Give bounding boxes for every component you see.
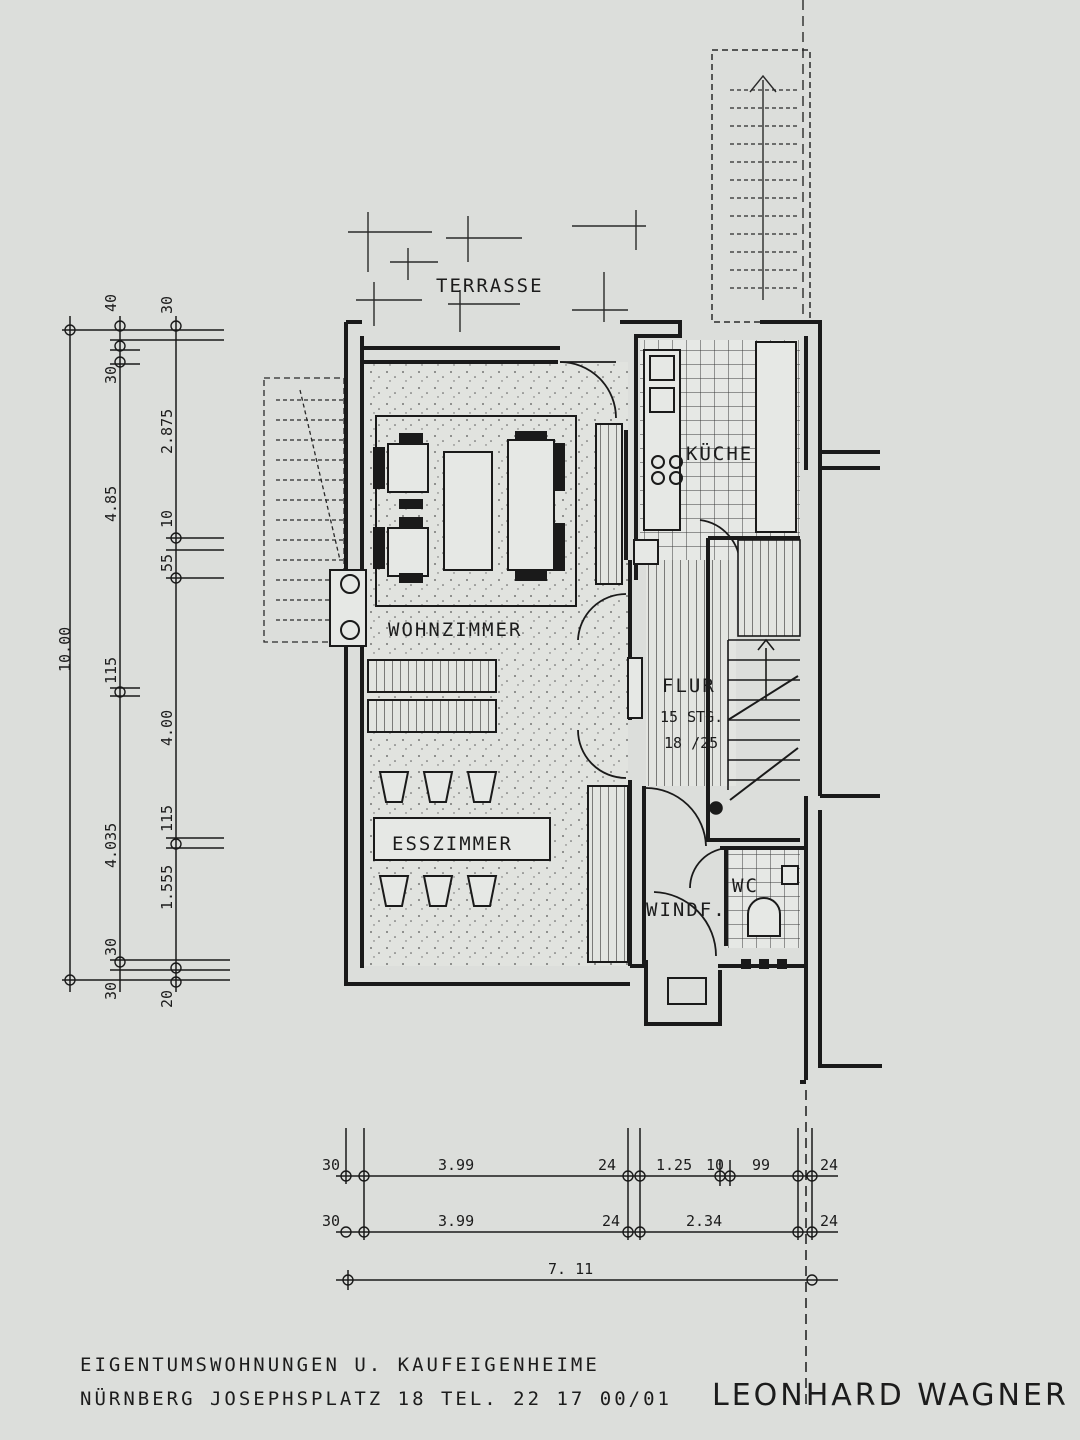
wc-label: WC <box>732 875 759 897</box>
dim-total-height: 10.00 <box>56 627 74 672</box>
dim-bottom-r2-5: 24 <box>820 1212 838 1230</box>
left-dimension-marks <box>64 320 182 988</box>
hall-floor <box>646 560 736 786</box>
kitchen-label: KÜCHE <box>686 442 753 465</box>
dim-bottom-r1-7: 24 <box>820 1156 838 1174</box>
dim-left-3: 4.85 <box>102 486 120 522</box>
living-furniture <box>329 415 623 647</box>
external-stair-top <box>711 0 811 323</box>
dim-left-1: 40 <box>102 294 120 312</box>
dining-room-label: ESSZIMMER <box>392 833 513 855</box>
dim-bottom-r1-3: 24 <box>598 1156 616 1174</box>
living-room-label: WOHNZIMMER <box>388 619 522 641</box>
dim-bottom-r2-1: 30 <box>322 1212 340 1230</box>
left-dimension-lines <box>62 316 230 992</box>
dim-left-5: 4.035 <box>102 823 120 868</box>
dim-right-5: 4.00 <box>158 710 176 746</box>
doormat <box>667 977 707 1005</box>
wc-fittings <box>741 865 799 969</box>
dim-bottom-r1-4: 1.25 <box>656 1156 692 1174</box>
dim-bottom-r2-3: 24 <box>602 1212 620 1230</box>
dim-right-4: 55 <box>158 554 176 572</box>
dim-bottom-r2-2: 3.99 <box>438 1212 474 1230</box>
dim-bottom-r1-1: 30 <box>322 1156 340 1174</box>
dim-left-6: 30 <box>102 938 120 956</box>
bottom-dimension-marks <box>340 1170 818 1286</box>
dim-right-1: 30 <box>158 296 176 314</box>
brand-name: LEONHARD WAGNER <box>712 1378 1069 1413</box>
hall-label: FLUR <box>662 675 716 697</box>
dim-right-2: 2.875 <box>158 409 176 454</box>
dim-bottom-r1-2: 3.99 <box>438 1156 474 1174</box>
interior-stair <box>709 539 801 815</box>
dim-left-7: 30 <box>102 982 120 1000</box>
dim-right-6: 115 <box>158 805 176 832</box>
vestibule-label: WINDF. <box>646 899 727 921</box>
stairs-count: 15 STG. <box>660 708 723 726</box>
dim-bottom-r1-5: 10 <box>706 1156 724 1174</box>
footer-line-2: NÜRNBERG JOSEPHSPLATZ 18 TEL. 22 17 00/0… <box>80 1388 672 1410</box>
bottom-dimension-lines <box>336 1090 838 1410</box>
dim-bottom-total: 7. 11 <box>548 1260 593 1278</box>
dim-bottom-r2-4: 2.34 <box>686 1212 722 1230</box>
kitchen-fittings <box>633 341 797 565</box>
terrace-label: TERRASSE <box>436 275 544 297</box>
dining-furniture <box>367 657 643 963</box>
stairs-ratio: 18 /25 <box>664 734 718 752</box>
dim-bottom-r1-6: 99 <box>752 1156 770 1174</box>
dim-right-3: 10 <box>158 510 176 528</box>
dim-left-4: 115 <box>102 657 120 684</box>
footer-line-1: EIGENTUMSWOHNUNGEN U. KAUFEIGENHEIME <box>80 1354 600 1376</box>
dim-right-8: 20 <box>158 990 176 1008</box>
terrace-marks <box>348 210 646 332</box>
dim-right-7: 1.555 <box>158 865 176 910</box>
dim-left-2: 30 <box>102 366 120 384</box>
